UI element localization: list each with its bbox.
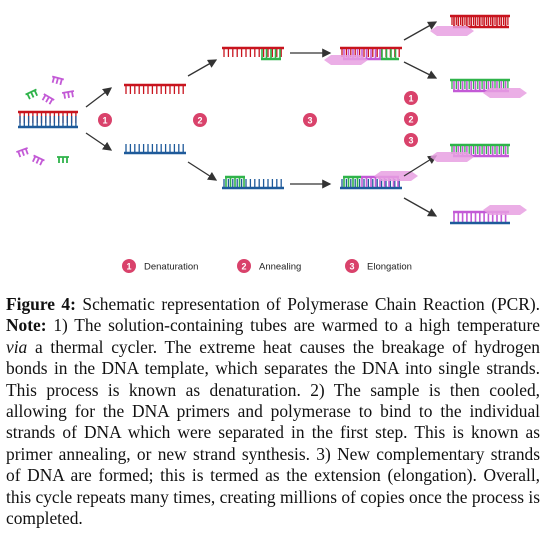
elong-green-primer bbox=[343, 175, 361, 187]
svg-text:Denaturation: Denaturation bbox=[144, 262, 198, 273]
annealed-green-primer bbox=[261, 49, 281, 61]
free-nucleotide bbox=[41, 93, 55, 105]
free-nucleotide bbox=[32, 154, 45, 166]
svg-text:2: 2 bbox=[241, 261, 246, 271]
step-marker-3: 3 bbox=[303, 113, 317, 127]
free-primer bbox=[25, 88, 38, 100]
caption-text-2: 1) The solution-containing tubes are war… bbox=[46, 315, 540, 336]
legend-item-annealing: 2 Annealing bbox=[237, 259, 301, 273]
arrow-product-3 bbox=[403, 155, 438, 177]
polymerase bbox=[430, 152, 474, 162]
cycle-marker-1: 1 bbox=[404, 91, 418, 105]
polymerase bbox=[430, 26, 474, 36]
free-nucleotide bbox=[16, 147, 29, 158]
svg-text:3: 3 bbox=[349, 261, 354, 271]
arrow-anneal-bottom bbox=[187, 161, 218, 181]
product-green-top bbox=[450, 78, 510, 89]
polymerase bbox=[324, 55, 368, 65]
svg-text:2: 2 bbox=[197, 115, 202, 125]
note-label: Note: bbox=[6, 315, 47, 336]
caption-text-1: Schematic representation of Polymerase C… bbox=[75, 294, 540, 314]
polymerase bbox=[483, 88, 527, 98]
svg-text:1: 1 bbox=[408, 93, 413, 103]
figure-caption: Figure 4: Schematic representation of Po… bbox=[6, 294, 540, 529]
step-marker-1: 1 bbox=[98, 113, 112, 127]
polymerase bbox=[483, 205, 527, 215]
arrow-product-4 bbox=[403, 197, 438, 217]
svg-text:3: 3 bbox=[307, 115, 312, 125]
figure-label: Figure 4: bbox=[6, 294, 76, 314]
svg-text:Annealing: Annealing bbox=[259, 262, 301, 273]
arrow-product-1 bbox=[403, 21, 438, 41]
polymerase bbox=[374, 171, 418, 181]
svg-text:Elongation: Elongation bbox=[367, 262, 412, 273]
legend-item-denaturation: 1 Denaturation bbox=[122, 259, 198, 273]
free-primer bbox=[57, 156, 69, 163]
svg-text:3: 3 bbox=[408, 135, 413, 145]
cycle-marker-3: 3 bbox=[404, 133, 418, 147]
step-marker-2: 2 bbox=[193, 113, 207, 127]
template-strand-bottom bbox=[18, 116, 78, 129]
svg-text:2: 2 bbox=[408, 114, 413, 124]
svg-text:1: 1 bbox=[102, 115, 107, 125]
cycle-marker-2: 2 bbox=[404, 112, 418, 126]
pcr-diagram: 1 2 3 1 2 3 1 Denaturation 2 Annealing bbox=[16, 14, 527, 273]
product-red-complement bbox=[453, 17, 509, 29]
template-strand-top bbox=[18, 110, 78, 123]
free-nucleotide bbox=[51, 75, 65, 86]
svg-text:1: 1 bbox=[126, 261, 131, 271]
arrow-denature-bottom bbox=[85, 132, 113, 151]
arrow-anneal-top bbox=[187, 59, 218, 77]
caption-text-3: a thermal cycler. The extreme heat cause… bbox=[6, 336, 540, 529]
elong-green-primer bbox=[381, 49, 399, 61]
legend: 1 Denaturation 2 Annealing 3 Elongation bbox=[122, 259, 412, 273]
arrow-product-2 bbox=[403, 61, 438, 79]
product-purple-complement bbox=[453, 81, 509, 93]
annealed-green-primer bbox=[225, 175, 245, 187]
annealed-red-template bbox=[222, 46, 284, 57]
arrow-denature-top bbox=[85, 87, 113, 108]
free-nucleotide bbox=[61, 90, 75, 99]
single-strand-blue bbox=[124, 144, 186, 155]
annealed-blue-template bbox=[222, 179, 284, 190]
single-strand-red bbox=[124, 83, 186, 94]
caption-via: via bbox=[6, 336, 28, 357]
product-red-top bbox=[450, 14, 510, 25]
legend-item-elongation: 3 Elongation bbox=[345, 259, 412, 273]
